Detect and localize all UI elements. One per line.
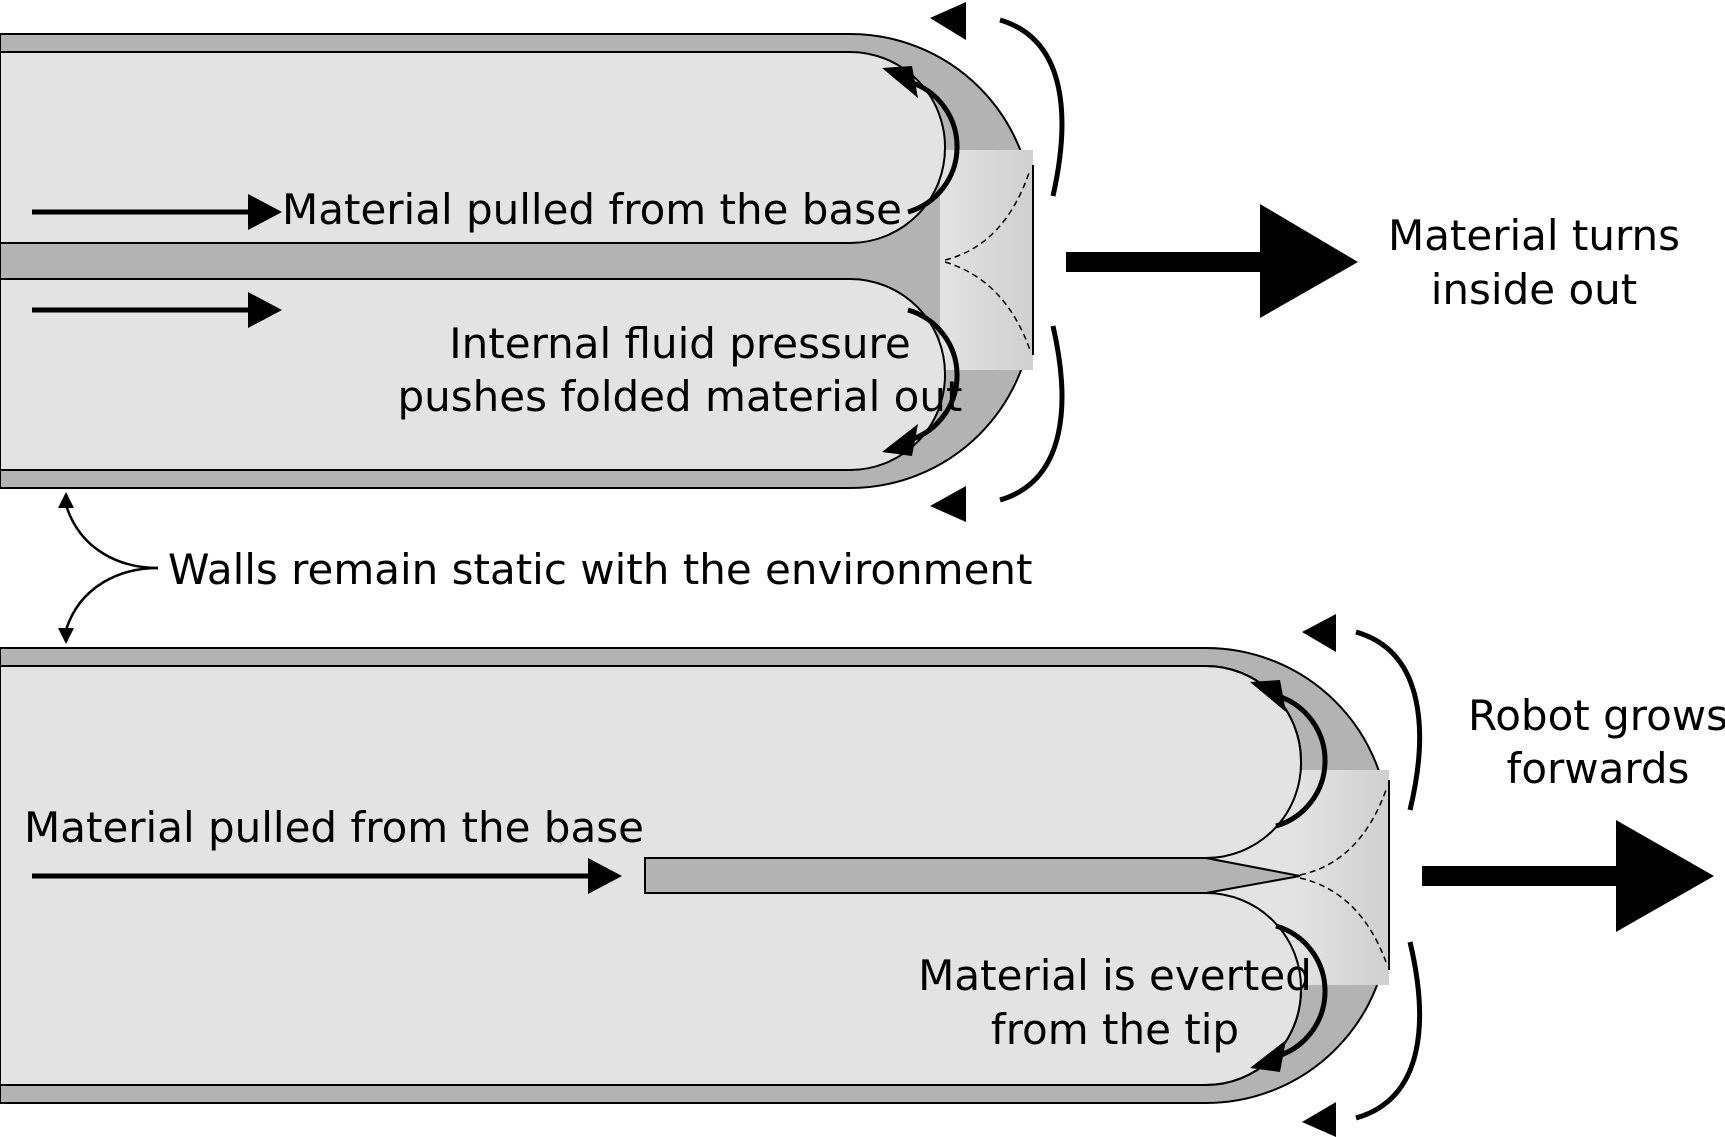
top-upper-lobe: [0, 51, 947, 244]
top-pull-arrowhead: [248, 194, 282, 230]
top-label-result-1: Material turns: [1388, 211, 1680, 260]
top-label-pressure-1: Internal fluid pressure: [449, 319, 910, 368]
bottom-inner-curl-lower: [1275, 923, 1328, 1059]
top-outer-brace-lower-head: [930, 486, 966, 522]
bottom-fold-dash-lower: [1299, 877, 1387, 963]
bottom-pull-arrowhead: [588, 858, 622, 894]
bottom-label-pulled: Material pulled from the base: [24, 803, 644, 852]
top-inner-curl-upper: [907, 79, 960, 215]
bottom-panel: Material pulled from the base Material i…: [0, 614, 1725, 1137]
walls-brace-upper: [64, 504, 159, 570]
walls-brace-upper-head: [58, 492, 74, 508]
bottom-inner-curl-upper: [1275, 693, 1328, 829]
bottom-inner-curl-lower-head: [1250, 1040, 1286, 1072]
top-outer-brace-upper: [999, 17, 1065, 197]
top-forward-arrow-shaft: [1066, 252, 1266, 272]
top-label-pressure-2: pushes folded material out: [398, 372, 963, 421]
walls-brace-lower: [64, 566, 159, 631]
top-forward-arrow-head: [1260, 204, 1358, 318]
top-lower-lobe: [0, 278, 947, 471]
bottom-label-everted-2: from the tip: [991, 1005, 1239, 1054]
top-outer-brace-lower: [999, 325, 1065, 503]
bottom-forward-arrow-shaft: [1422, 866, 1622, 886]
top-label-result-2: inside out: [1431, 265, 1637, 314]
top-fold-dash-upper: [944, 169, 1031, 261]
bottom-outer-brace-lower-head: [1302, 1102, 1336, 1137]
top-inner-curl-lower-head: [882, 424, 918, 456]
bottom-center-strip: [644, 857, 1301, 894]
top-fold-dash-lower: [944, 261, 1031, 351]
bottom-upper-lobe-curve: [1205, 665, 1303, 859]
bottom-outer-brace-lower: [1355, 941, 1423, 1121]
top-tip-region: [940, 150, 1033, 370]
top-panel: Material pulled from the base Internal f…: [0, 2, 1680, 522]
bottom-outer-brace-upper-head: [1302, 614, 1336, 652]
walls-brace-lower-head: [58, 628, 74, 644]
top-outer-brace-upper-head: [930, 2, 966, 40]
bottom-lower-lobe-curve: [1205, 892, 1303, 1086]
walls-callout: Walls remain static with the environment: [58, 492, 1033, 644]
bottom-tip-region: [1296, 770, 1389, 985]
top-inner-curl-lower: [907, 307, 960, 443]
bottom-label-everted-1: Material is everted: [918, 951, 1312, 1000]
bottom-inner-curl-upper-head: [1250, 680, 1286, 712]
top-inner-curl-upper-head: [882, 66, 918, 98]
top-lower-pull-arrowhead: [248, 292, 282, 328]
walls-label: Walls remain static with the environment: [168, 545, 1033, 594]
bottom-fold-dash-upper: [1299, 789, 1387, 876]
bottom-forward-arrow-head: [1616, 820, 1714, 932]
top-label-pulled: Material pulled from the base: [282, 185, 902, 234]
bottom-outer-brace-upper: [1355, 629, 1423, 811]
bottom-label-result-2: forwards: [1507, 744, 1690, 793]
bottom-label-result-1: Robot grows: [1468, 691, 1725, 740]
